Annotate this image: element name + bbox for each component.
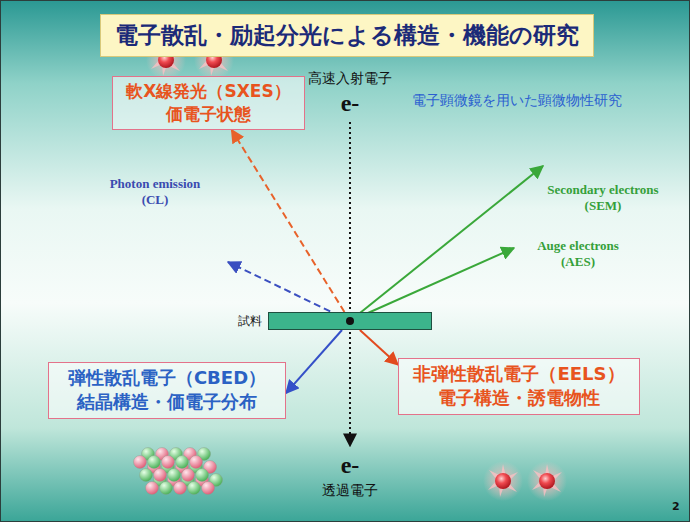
crystal-lattice [134, 448, 223, 495]
method-box: 弾性散乱電子（CBED）結晶構造・価電子分布 [48, 362, 286, 419]
method-box: 軟X線発光（SXES）価電子状態 [112, 76, 305, 130]
aes-arrow [350, 248, 514, 321]
title-banner: 電子散乱・励起分光による構造・機能の研究 [100, 14, 594, 57]
atom-icon [483, 461, 523, 501]
emission-arrow [360, 330, 398, 365]
title: 電子散乱・励起分光による構造・機能の研究 [115, 22, 579, 48]
electron-beam [349, 122, 351, 446]
method-name: 非弾性散乱電子（EELS） [411, 362, 627, 386]
beam-label: 透過電子 [322, 482, 378, 500]
electron-symbol: e- [341, 88, 360, 118]
sample-label: 試料 [238, 313, 262, 330]
signal-label: Secondary electrons (SEM) [528, 182, 678, 215]
signal-label: Auge electrons (AES) [522, 238, 634, 271]
subtitle-note: 電子顕微鏡を用いた顕微物性研究 [412, 92, 622, 110]
method-name: 軟X線発光（SXES） [125, 80, 292, 103]
beam-spot [346, 317, 354, 325]
page-number: 2 [672, 500, 680, 514]
method-target: 価電子状態 [125, 103, 292, 126]
electron-symbol: e- [341, 450, 360, 480]
method-target: 結晶構造・価電子分布 [61, 390, 273, 414]
atom-icon [527, 461, 567, 501]
sample-plate: 試料 [268, 312, 432, 330]
method-target: 電子構造・誘電物性 [411, 386, 627, 410]
signal-label: Photon emission (CL) [96, 176, 214, 209]
emission-arrow [232, 130, 345, 312]
method-name: 弾性散乱電子（CBED） [61, 366, 273, 390]
emission-arrow [286, 330, 342, 393]
sem-arrow [350, 166, 543, 321]
beam-label: 高速入射電子 [308, 70, 392, 88]
method-box: 非弾性散乱電子（EELS）電子構造・誘電物性 [398, 358, 640, 415]
